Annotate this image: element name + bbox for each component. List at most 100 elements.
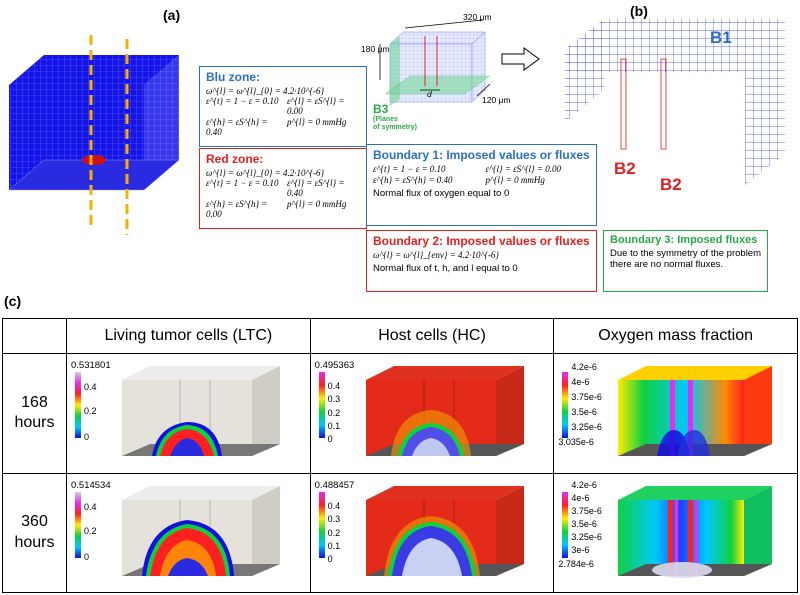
time-cell: 360 hours bbox=[2, 472, 67, 594]
blu-zone-eq-et: ε^{t} = 1 − ε = 0.10 bbox=[206, 96, 279, 106]
time-label: 360 hours bbox=[14, 512, 55, 551]
blu-zone-eq-omega: ω^{l} = ω^{l}_{0} = 4.2·10^{-6} bbox=[206, 86, 325, 96]
table-row: 168 hours 0.531801 0.4 0.2 0 0.4953 bbox=[2, 353, 798, 474]
boundary1-note: Normal flux of oxygen equal to 0 bbox=[373, 188, 510, 199]
blu-zone-eq-eh: ε^{h} = εS^{h} = 0.40 bbox=[206, 117, 268, 137]
ox-tick: 4.2e-6 bbox=[571, 362, 597, 373]
ox-360-render bbox=[618, 485, 773, 578]
boundary-mesh-figure bbox=[565, 18, 785, 185]
tumor-mesh-domain-figure bbox=[8, 35, 180, 235]
ltc-168-cell: 0.531801 0.4 0.2 0 bbox=[66, 353, 311, 474]
boundary1-eq-el: ε^{l} = εS^{l} = 0.00 bbox=[485, 164, 561, 174]
blu-zone-eq-el: ε^{l} = εS^{l} = 0.00 bbox=[287, 96, 345, 116]
red-zone-title: Red zone: bbox=[206, 152, 264, 166]
panel-label-b: (b) bbox=[630, 3, 648, 19]
boundary2-box: Boundary 2: Imposed values or fluxes ω^{… bbox=[366, 230, 597, 292]
b1-label: B1 bbox=[710, 28, 732, 47]
boundary1-eq-et: ε^{t} = 1 − ε = 0.10 bbox=[373, 164, 446, 174]
blu-zone-eq-pl: p^{l} = 0 mmHg bbox=[287, 117, 347, 127]
panel-label-c: (c) bbox=[4, 293, 22, 309]
dim-depth-label: 120 μm bbox=[482, 95, 511, 105]
ox-360-cell: 4.2e-6 4e-6 3.75e-6 3.5e-6 3.25e-6 3e-6 … bbox=[553, 472, 798, 594]
red-zone-box: Red zone: ω^{l} = ω^{l}_{0} = 4.2·10^{-6… bbox=[199, 148, 367, 229]
ltc-colorbar bbox=[75, 491, 81, 558]
right-arrow-icon bbox=[501, 47, 540, 71]
ltc-tick: 0 bbox=[84, 551, 90, 562]
boundary3-box: Boundary 3: Imposed fluxes Due to the sy… bbox=[603, 230, 768, 292]
ox-tick: 4.2e-6 bbox=[571, 479, 597, 490]
boundary2-title: Boundary 2: Imposed values or fluxes bbox=[373, 234, 590, 248]
ox-colorbar bbox=[562, 491, 569, 558]
boundary3-note: Due to the symmetry of the problem there… bbox=[610, 248, 762, 270]
ox-tick: 3e-6 bbox=[571, 544, 590, 555]
ltc-tick: 0.2 bbox=[84, 406, 97, 417]
red-zone-eq-eh: ε^{h} = εS^{h} = 0.00 bbox=[206, 199, 268, 219]
red-zone-eq-pl: p^{l} = 0 mmHg bbox=[287, 199, 347, 209]
hc-tick: 0.1 bbox=[327, 421, 341, 432]
blu-zone-title: Blu zone: bbox=[206, 70, 260, 84]
ltc-tick: 0.4 bbox=[84, 501, 97, 512]
boundary1-title: Boundary 1: Imposed values or fluxes bbox=[373, 148, 590, 162]
ox-168-cell: 4.2e-6 4e-6 3.75e-6 3.5e-6 3.25e-6 3.035… bbox=[553, 353, 798, 474]
red-zone-eq-omega: ω^{l} = ω^{l}_{0} = 4.2·10^{-6} bbox=[206, 168, 325, 178]
blu-zone-box: Blu zone: ω^{l} = ω^{l}_{0} = 4.2·10^{-6… bbox=[199, 66, 367, 147]
ltc-tick: 0 bbox=[84, 432, 90, 443]
hc-tick: 0 bbox=[327, 434, 333, 445]
ox-tick: 3.035e-6 bbox=[558, 437, 594, 448]
ltc-360-cell: 0.514534 0.4 0.2 0 bbox=[66, 472, 311, 594]
ox-tick: 3.25e-6 bbox=[571, 422, 602, 433]
b2-label-right: B2 bbox=[660, 175, 682, 194]
hc-tick: 0 bbox=[327, 553, 333, 564]
b3-sub-label: (Planes of symmetry) bbox=[373, 116, 417, 131]
hc-tick: 0.2 bbox=[327, 527, 341, 538]
ltc-colorbar-max: 0.514534 bbox=[71, 479, 111, 491]
ltc-360-render bbox=[122, 485, 280, 576]
corner-cell bbox=[2, 317, 67, 355]
hc-tick: 0.1 bbox=[327, 540, 341, 551]
boundary1-eq-pl: p^{l} = 0 mmHg bbox=[485, 175, 545, 185]
ltc-colorbar bbox=[75, 372, 81, 439]
hc-360-cell: 0.488457 0.4 0.3 0.2 0.1 0 bbox=[309, 472, 555, 594]
header-ltc: Living tumor cells (LTC) bbox=[66, 317, 311, 355]
header-hc: Host cells (HC) bbox=[309, 317, 555, 355]
ox-tick: 3.75e-6 bbox=[571, 505, 602, 516]
d-label: d bbox=[427, 89, 432, 99]
hc-168-render bbox=[365, 366, 524, 457]
hc-tick: 0.4 bbox=[327, 500, 341, 511]
ox-colorbar bbox=[562, 372, 569, 439]
geometry-sketch bbox=[379, 19, 491, 106]
ox-tick: 4e-6 bbox=[571, 377, 590, 388]
ox-168-render bbox=[618, 366, 773, 457]
time-cell: 168 hours bbox=[2, 353, 67, 474]
ox-tick: 4e-6 bbox=[571, 492, 590, 503]
time-label: 168 hours bbox=[14, 393, 55, 432]
red-zone-eq-el: ε^{l} = εS^{l} = 0.40 bbox=[287, 178, 345, 198]
boundary2-note: Normal flux of t, h, and l equal to 0 bbox=[373, 263, 518, 274]
ltc-168-render bbox=[122, 366, 280, 457]
ox-tick: 3.5e-6 bbox=[571, 407, 597, 418]
hc-tick: 0.3 bbox=[327, 394, 341, 405]
b3-label: B3 bbox=[373, 102, 389, 116]
dim-left-label: 180 μm bbox=[361, 44, 390, 54]
panel-label-a: (a) bbox=[163, 7, 181, 23]
ox-tick: 3.75e-6 bbox=[571, 392, 602, 403]
b2-label-left: B2 bbox=[614, 159, 636, 178]
ltc-colorbar-max: 0.531801 bbox=[71, 360, 111, 372]
boundary2-eq: ω^{l} = ω^{l}_{env} = 4.2·10^{-6} bbox=[373, 250, 500, 260]
ox-tick: 3.5e-6 bbox=[571, 518, 597, 529]
hc-colorbar bbox=[318, 491, 325, 558]
hc-colorbar-max: 0.488457 bbox=[314, 479, 355, 491]
hc-colorbar bbox=[318, 372, 325, 439]
table-row: 360 hours 0.514534 0.4 0.2 0 bbox=[2, 472, 798, 594]
hc-colorbar-max: 0.495363 bbox=[314, 360, 355, 372]
boundary3-title: Boundary 3: Imposed fluxes bbox=[610, 234, 758, 246]
ltc-tick: 0.2 bbox=[84, 525, 97, 536]
red-zone-eq-et: ε^{t} = 1 − ε = 0.10 bbox=[206, 178, 279, 188]
hc-tick: 0.2 bbox=[327, 408, 341, 419]
dim-top-label: 320 μm bbox=[463, 12, 492, 22]
ltc-tick: 0.4 bbox=[84, 382, 97, 393]
hc-tick: 0.4 bbox=[327, 381, 341, 392]
ox-tick: 3.25e-6 bbox=[571, 531, 602, 542]
boundary1-eq-eh: ε^{h} = εS^{h} = 0.40 bbox=[373, 175, 453, 185]
ox-tick: 2.784e-6 bbox=[558, 558, 594, 569]
